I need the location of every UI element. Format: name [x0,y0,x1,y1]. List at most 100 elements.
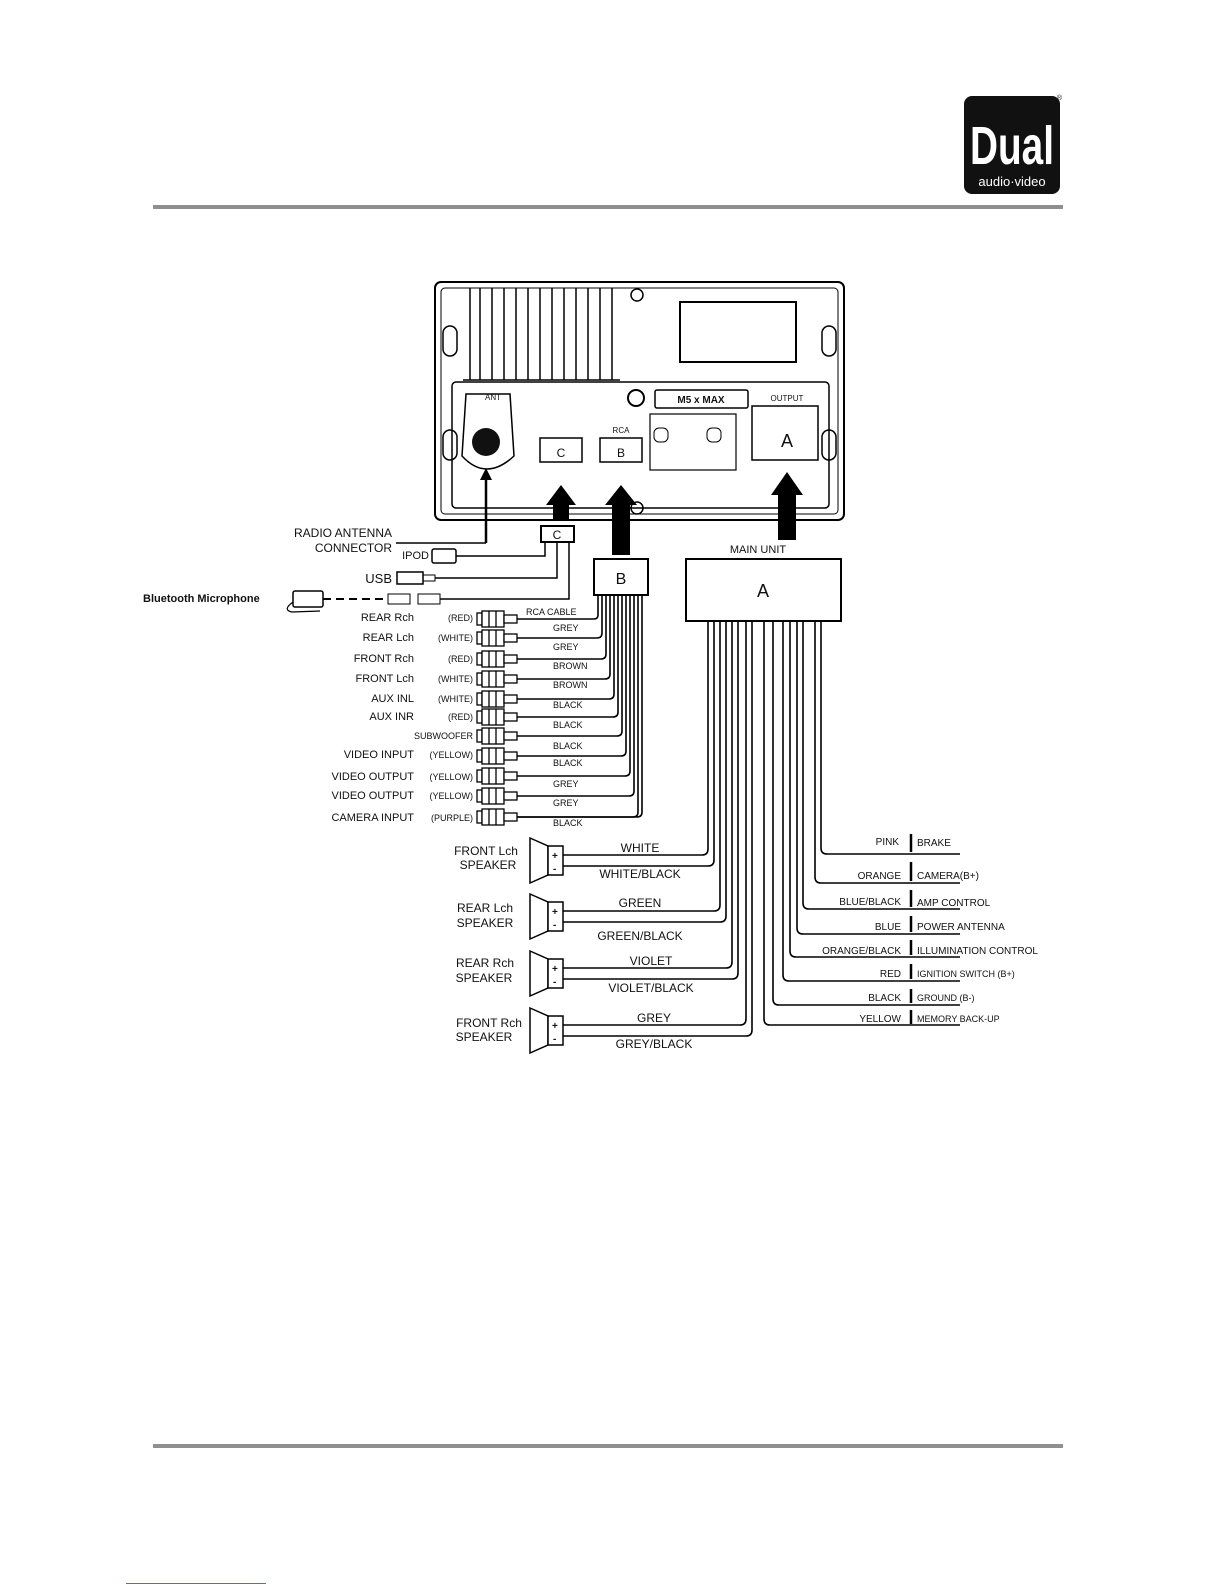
rca-plug-icon [476,690,518,708]
rca-name: VIDEO OUTPUT [331,771,414,783]
usb-label: USB [365,571,392,586]
plus-mark: + [552,1021,558,1032]
wire-color: GREEN [619,896,662,910]
arrow-a [771,472,803,540]
antenna-socket-housing [461,393,515,470]
wire-color: PINK [876,837,900,848]
arrow-b [605,485,637,555]
port-b-label: B [617,446,625,460]
speaker-label: FRONT Lch [454,844,518,858]
port-c-label: C [557,446,566,460]
rca-name: AUX INR [369,711,414,723]
dual-logo: Dual audio·video ® [964,94,1062,194]
header-rule [153,205,1063,209]
wire-color: WHITE/BLACK [599,867,680,881]
wire-function: ILLUMINATION CONTROL [917,946,1038,957]
wire-function: BRAKE [917,838,951,849]
wire-color: BROWN [553,680,588,690]
logo-main-text: Dual [970,116,1054,176]
power-wires [763,621,960,1026]
wire-color: GREY [553,623,579,633]
power-wire-labels: PINK BRAKE ORANGE CAMERA(B+) BLUE/BLACK … [822,837,1038,1025]
speaker-label: SPEAKER [460,858,517,872]
port-c-socket [539,437,583,463]
connector-a-box [685,558,842,622]
speaker-icon [529,949,564,998]
rca-name: AUX INL [371,693,414,705]
rca-plug-icon [476,650,518,668]
speaker-icon [529,1006,564,1055]
mic-jack-icon [387,593,411,605]
wire-color: YELLOW [859,1014,901,1025]
polarity-marks: + - + - + - + - [552,851,558,1045]
minus-mark: - [553,1034,556,1045]
arrow-c [546,485,576,520]
speaker-icon [529,836,564,885]
rca-color: (YELLOW) [429,772,473,782]
rca-wires [517,595,643,818]
rca-name: FRONT Rch [354,653,414,665]
antenna-arrow [480,468,492,480]
ipod-label: IPOD [402,550,429,562]
wire-color: GREY [553,779,579,789]
speaker-label: FRONT Rch [456,1016,522,1030]
rca-color: (PURPLE) [431,813,473,823]
plus-mark: + [552,907,558,918]
wire-color: GREEN/BLACK [597,929,682,943]
connector-c-label: C [553,528,562,542]
rca-plug-icon [476,708,518,726]
wire-color: ORANGE/BLACK [822,946,901,957]
wire-color: BLACK [868,993,901,1004]
heat-sink [463,288,620,381]
wire-color: GREY [637,1011,671,1025]
head-unit-rear: ANT C B RCA M5 x MAX A OUTPUT [434,281,845,521]
logo-sub-text: audio·video [978,174,1045,189]
rca-row-labels: REAR Rch (RED) REAR Lch (WHITE) FRONT Rc… [331,612,473,824]
rca-name: CAMERA INPUT [331,812,414,824]
wire-color: GREY [553,642,579,652]
port-a-label: A [781,431,793,451]
radio-antenna-label-1: RADIO ANTENNA [294,526,392,540]
rca-plug-icon [476,808,518,826]
screw-spec-badge [654,389,749,409]
ipod-connector-icon [431,548,457,564]
wire-color: WHITE [621,841,660,855]
rca-color: (YELLOW) [429,791,473,801]
ant-label: ANT [485,393,501,402]
rca-plug-icon [476,629,518,647]
harness-b: B RCA CABLE [331,558,649,828]
wire-color: BLACK [553,758,583,768]
plus-mark: + [552,964,558,975]
port-b-socket [599,437,643,463]
rca-cable-label: RCA CABLE [526,607,577,617]
bt-mic-icon [292,590,324,608]
unit-label-plate [679,301,797,363]
rca-name: REAR Rch [361,612,414,624]
antenna-socket [472,428,500,456]
wire-color: BLUE/BLACK [839,897,901,908]
rca-plug-icon [476,610,518,628]
minus-mark: - [553,977,556,988]
speaker-label: REAR Rch [456,956,514,970]
rca-name: VIDEO INPUT [344,749,415,761]
wire-function: GROUND (B-) [917,993,975,1003]
rca-color: (YELLOW) [429,750,473,760]
speaker-wires [563,621,753,1037]
rca-name: SUBWOOFER [414,731,474,741]
rca-plug-icon [476,767,518,785]
connector-b-box [593,558,649,596]
rca-label: RCA [613,426,631,435]
speaker-label: SPEAKER [457,916,514,930]
rca-color: (RED) [448,654,473,664]
usb-plug-icon [396,571,424,585]
rca-plug-icon [476,787,518,805]
wire-function: IGNITION SWITCH (B+) [917,969,1015,979]
connector-b-label: B [616,571,627,588]
rca-color: (WHITE) [438,694,473,704]
wire-function: AMP CONTROL [917,898,991,909]
wire-function: MEMORY BACK-UP [917,1014,1000,1024]
rca-color: (WHITE) [438,633,473,643]
wire-color: BLACK [553,720,583,730]
plus-mark: + [552,851,558,862]
